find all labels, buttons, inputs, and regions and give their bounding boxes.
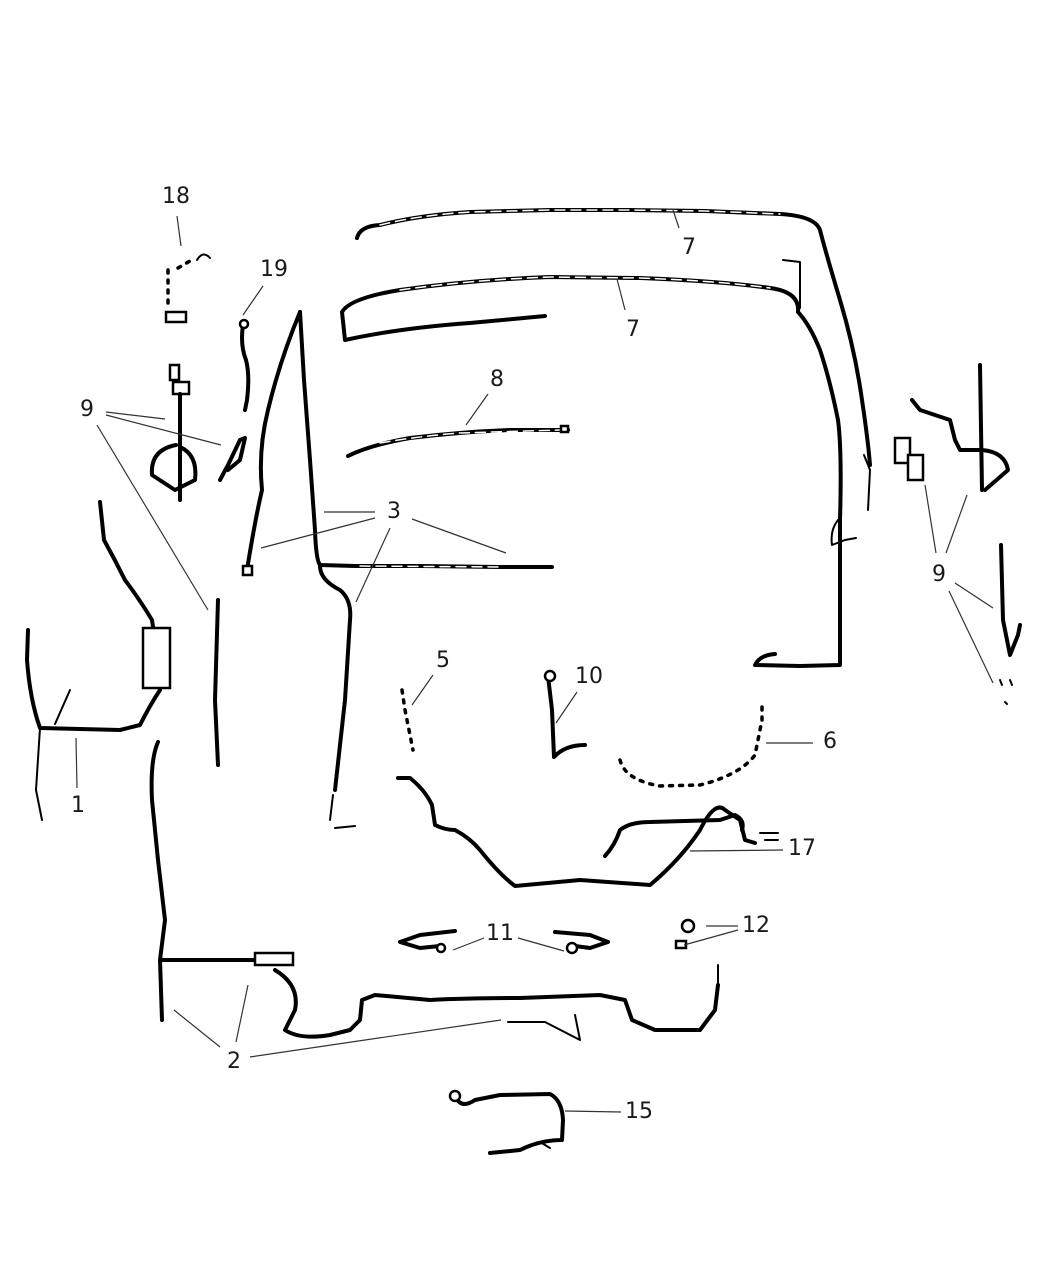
- callout-9-right: 9: [932, 562, 946, 587]
- part-11-left-sensor[interactable]: [398, 929, 457, 954]
- callout-7-lower: 7: [626, 317, 640, 342]
- callout-2: 2: [227, 1049, 241, 1074]
- part-9-right-group[interactable]: [893, 363, 1022, 705]
- callout-17: 17: [788, 836, 816, 861]
- callout-12: 12: [742, 913, 770, 938]
- callout-5: 5: [436, 648, 450, 673]
- part-5-harness[interactable]: [396, 688, 757, 888]
- callout-19: 19: [260, 257, 288, 282]
- callout-10: 10: [575, 664, 603, 689]
- callout-1: 1: [71, 793, 85, 818]
- part-11-right-sensor[interactable]: [553, 930, 610, 955]
- callout-8: 8: [490, 367, 504, 392]
- callout-6: 6: [823, 729, 837, 754]
- callout-18: 18: [162, 184, 190, 209]
- callout-11: 11: [486, 921, 514, 946]
- callout-15: 15: [625, 1099, 653, 1124]
- part-8-harness[interactable]: [346, 424, 570, 458]
- part-7-lower-harness[interactable]: [340, 259, 857, 668]
- callout-3: 3: [387, 499, 401, 524]
- part-12-clip[interactable]: [674, 918, 696, 950]
- leader-lines: [75, 209, 994, 1113]
- part-19-harness[interactable]: [238, 318, 251, 412]
- part-2-harness[interactable]: [149, 740, 720, 1041]
- part-15-harness[interactable]: [448, 1089, 565, 1155]
- part-3-center-harness[interactable]: [241, 310, 554, 829]
- callout-7-upper: 7: [682, 235, 696, 260]
- part-10-harness[interactable]: [543, 669, 587, 759]
- callout-9-left: 9: [80, 397, 94, 422]
- part-9-left-group[interactable]: [149, 363, 247, 767]
- part-17-harness[interactable]: [603, 813, 779, 858]
- part-7-upper-harness[interactable]: [355, 208, 872, 511]
- part-6-harness[interactable]: [618, 703, 764, 788]
- part-18-connector-set[interactable]: [164, 253, 211, 324]
- part-1-harness[interactable]: [25, 500, 172, 821]
